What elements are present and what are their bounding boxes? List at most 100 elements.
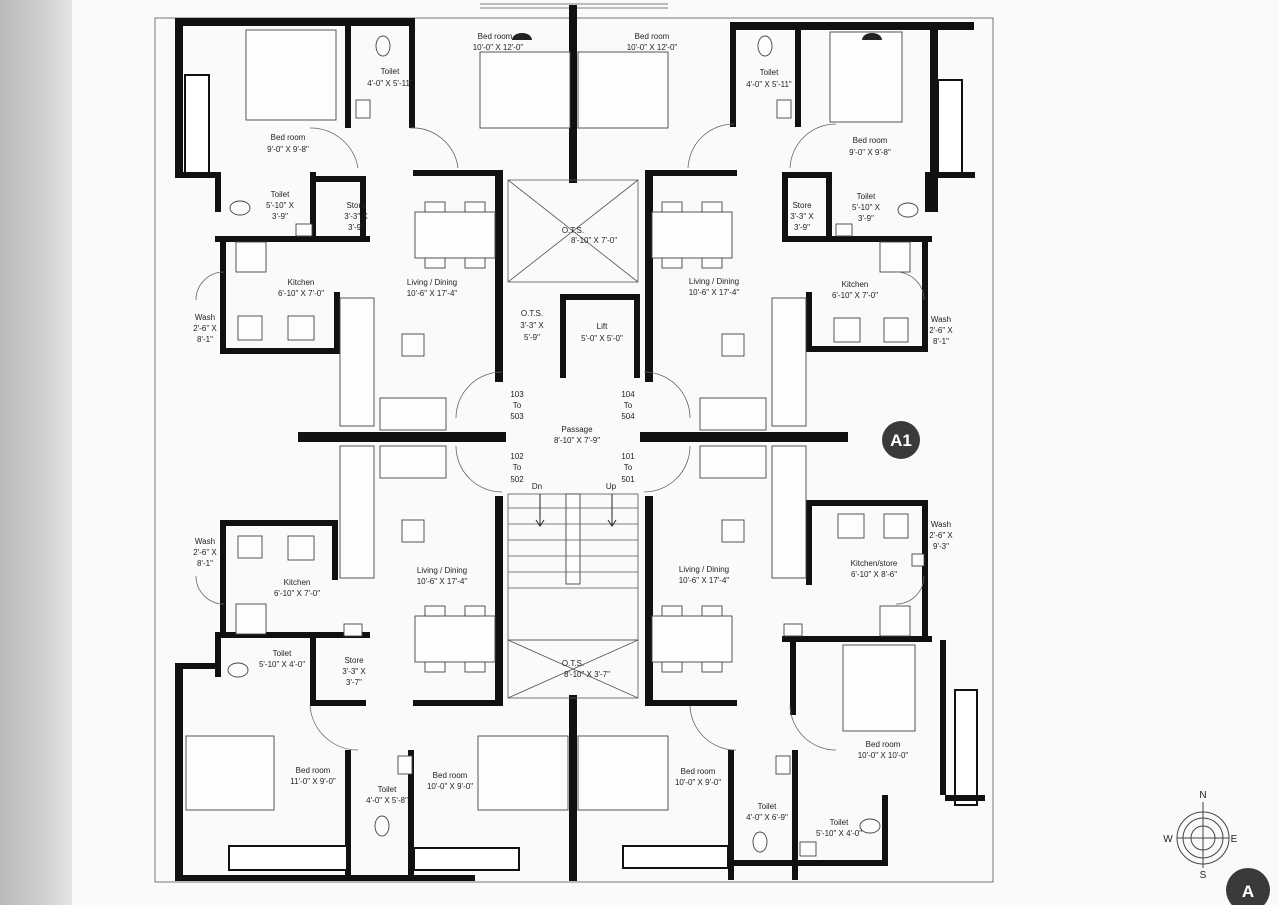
- unit-badge: A1: [882, 421, 920, 459]
- room-dims: 9'-0" X 9'-8": [267, 145, 309, 154]
- room-dims: 10'-6" X 17'-4": [689, 288, 740, 297]
- room-dims: 3'-9": [272, 212, 288, 221]
- room-name: Living / Dining: [679, 565, 729, 574]
- flat-number: 502: [510, 475, 524, 484]
- room-dims: 5'-10" X 4'-0": [816, 829, 862, 838]
- room-dims: 10'-0" X 9'-0": [427, 782, 473, 791]
- room-name: Toilet: [857, 192, 876, 201]
- flat-number: To: [624, 463, 633, 472]
- room-dims: 6'-10" X 7'-0": [274, 589, 320, 598]
- room-labels: Bed room 10'-0" X 12'-0" Bed room 10'-0"…: [193, 32, 953, 838]
- room-name: Bed room: [478, 32, 513, 41]
- room-name: Bed room: [853, 136, 888, 145]
- room-dims: 8'-1": [197, 335, 213, 344]
- room-dims: 4'-0" X 5'-11": [367, 79, 413, 88]
- room-name: Kitchen: [284, 578, 311, 587]
- room-name: Store: [346, 201, 366, 210]
- room-name: Bed room: [433, 771, 468, 780]
- room-dims: 5'-9": [524, 333, 540, 342]
- room-name: O.T.S.: [562, 659, 584, 668]
- room-dims: 4'-0" X 5'-8": [366, 796, 408, 805]
- room-dims: 10'-6" X 17'-4": [417, 577, 468, 586]
- furniture: [185, 29, 925, 857]
- room-dims: 11'-0" X 9'-0": [290, 777, 336, 786]
- room-name: Lift: [597, 322, 608, 331]
- flat-number: 503: [510, 412, 524, 421]
- room-dims: 10'-0" X 9'-0": [675, 778, 721, 787]
- room-dims: 3'-9": [794, 223, 810, 232]
- flat-number: 501: [621, 475, 635, 484]
- room-dims: 5'-0" X 5'-0": [581, 334, 623, 343]
- room-dims: 6'-10" X 7'-0": [278, 289, 324, 298]
- scan-edge-shadow: [0, 0, 72, 905]
- stair-up-label: Up: [606, 482, 617, 491]
- room-name: Toilet: [381, 67, 400, 76]
- room-dims: 3'-3" X: [520, 321, 544, 330]
- sheet-badge-label: A: [1242, 882, 1254, 901]
- room-dims: 8'-1": [933, 337, 949, 346]
- room-dims: 10'-0" X 12'-0": [627, 43, 678, 52]
- room-name: Toilet: [830, 818, 849, 827]
- walls: [175, 5, 985, 881]
- room-name: Wash: [931, 315, 951, 324]
- room-dims: 5'-10" X: [852, 203, 881, 212]
- room-name: Bed room: [271, 133, 306, 142]
- compass-west: W: [1163, 834, 1173, 845]
- unit-badge-label: A1: [890, 431, 912, 450]
- room-name: Living / Dining: [417, 566, 467, 575]
- ots-shafts: [507, 179, 639, 699]
- room-dims: 4'-0" X 6'-9": [746, 813, 788, 822]
- room-name: Kitchen: [288, 278, 315, 287]
- room-dims: 6'-10" X 8'-6": [851, 570, 897, 579]
- room-name: O.T.S.: [521, 309, 543, 318]
- room-dims: 4'-0" X 5'-11": [746, 80, 792, 89]
- room-name: Wash: [195, 313, 215, 322]
- room-name: Kitchen/store: [851, 559, 898, 568]
- room-dims: 3'-7": [346, 678, 362, 687]
- flat-number: 102: [510, 452, 524, 461]
- compass-south: S: [1200, 870, 1207, 881]
- room-name: Living / Dining: [407, 278, 457, 287]
- room-name: Bed room: [866, 740, 901, 749]
- room-name: Toilet: [273, 649, 292, 658]
- flat-number: To: [513, 401, 522, 410]
- room-name: Bed room: [296, 766, 331, 775]
- room-name: Toilet: [271, 190, 290, 199]
- room-name: O.T.S.: [562, 226, 584, 235]
- room-dims: 5'-10" X: [266, 201, 295, 210]
- room-name: Toilet: [758, 802, 777, 811]
- door-swings: [195, 123, 925, 751]
- room-dims: 2'-6" X: [193, 548, 217, 557]
- room-dims: 9'-3": [933, 542, 949, 551]
- flat-number: 103: [510, 390, 524, 399]
- room-dims: 2'-6" X: [193, 324, 217, 333]
- room-name: Store: [792, 201, 812, 210]
- staircase: [507, 493, 639, 641]
- room-name: Kitchen: [842, 280, 869, 289]
- room-dims: 3'-3" X: [790, 212, 814, 221]
- room-dims: 2'-6" X: [929, 531, 953, 540]
- room-dims: 5'-10" X 4'-0": [259, 660, 305, 669]
- compass-rose-icon: N S E W: [1163, 790, 1237, 881]
- room-dims: 3'-3" X: [342, 667, 366, 676]
- room-dims: 3'-3" X: [344, 212, 368, 221]
- flat-number: To: [513, 463, 522, 472]
- room-dims: 10'-6" X 17'-4": [407, 289, 458, 298]
- room-dims: 8'-10" X 7'-9": [554, 436, 600, 445]
- compass-north: N: [1199, 790, 1206, 801]
- room-dims: 9'-0" X 9'-8": [849, 148, 891, 157]
- room-dims: 10'-6" X 17'-4": [679, 576, 730, 585]
- room-name: Passage: [561, 425, 593, 434]
- flat-number: 504: [621, 412, 635, 421]
- room-name: Bed room: [635, 32, 670, 41]
- room-dims: 10'-0" X 10'-0": [858, 751, 909, 760]
- room-dims: 2'-6" X: [929, 326, 953, 335]
- room-dims: 8'-10" X 7'-0": [571, 236, 617, 245]
- room-name: Toilet: [378, 785, 397, 794]
- compass-east: E: [1231, 834, 1238, 845]
- sheet-badge: A: [1226, 868, 1270, 905]
- room-name: Bed room: [681, 767, 716, 776]
- room-name: Wash: [195, 537, 215, 546]
